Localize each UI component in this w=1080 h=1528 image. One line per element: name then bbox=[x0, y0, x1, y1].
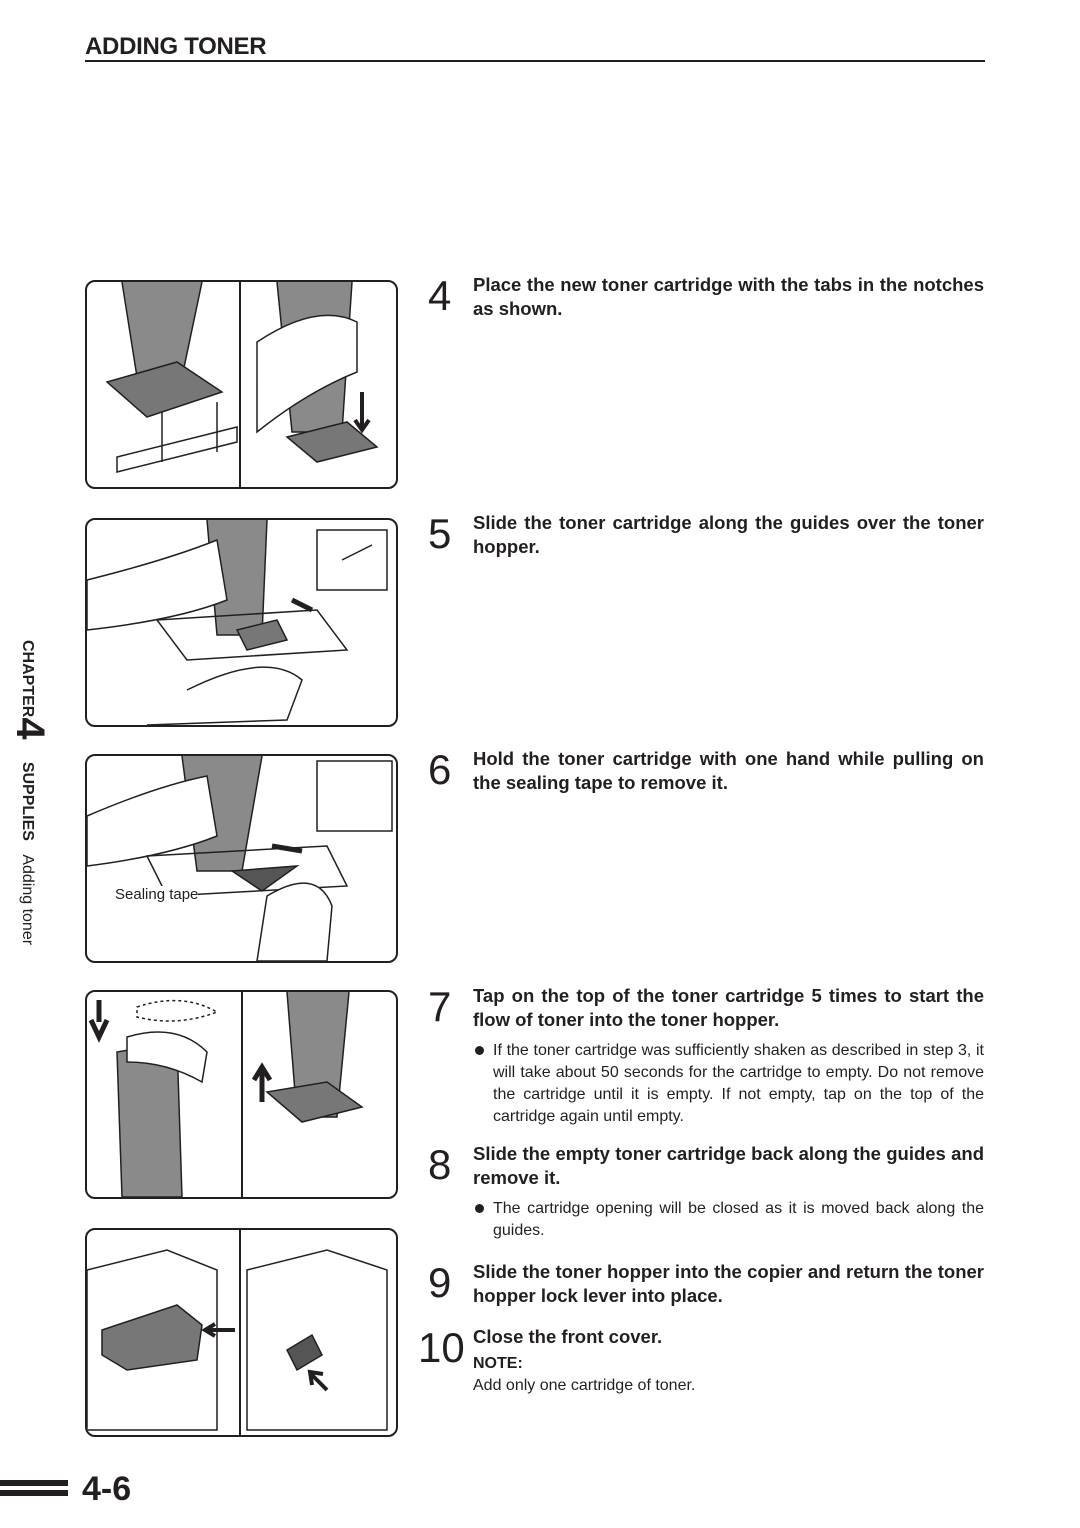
tap-cartridge-illustration bbox=[88, 992, 364, 1197]
title-rule bbox=[85, 60, 985, 62]
figure-divider bbox=[241, 992, 243, 1197]
step-number: 4 bbox=[428, 272, 452, 319]
sealing-tape-label: Sealing tape bbox=[115, 886, 199, 903]
step-heading: Close the front cover. bbox=[473, 1326, 663, 1347]
figure-step-7 bbox=[85, 990, 398, 1199]
step-8: 8 Slide the empty toner cartridge back a… bbox=[428, 1142, 984, 1242]
figure-divider bbox=[239, 282, 241, 487]
remove-sealing-tape-illustration bbox=[87, 756, 393, 961]
step-heading: Place the new toner cartridge with the t… bbox=[473, 274, 984, 319]
note-label: NOTE: bbox=[473, 1355, 523, 1372]
step-7: 7 Tap on the top of the toner cartridge … bbox=[428, 984, 984, 1128]
chapter-number: 4 bbox=[8, 717, 52, 740]
figure-step-5 bbox=[85, 518, 398, 727]
step-number: 7 bbox=[428, 983, 452, 1030]
chapter-label: CHAPTER bbox=[19, 640, 36, 718]
step-bullet: The cartridge opening will be closed as … bbox=[473, 1198, 984, 1242]
step-heading: Slide the toner hopper into the copier a… bbox=[473, 1261, 984, 1306]
note-text: Add only one cartridge of toner. bbox=[473, 1377, 696, 1394]
hopper-and-lever-illustration bbox=[87, 1249, 388, 1431]
step-heading: Slide the toner cartridge along the guid… bbox=[473, 512, 984, 557]
figure-step-4 bbox=[85, 280, 398, 489]
figure-divider bbox=[239, 1230, 241, 1435]
page-number: 4-6 bbox=[82, 1470, 132, 1508]
subsection-label: Adding toner bbox=[19, 854, 36, 946]
page-title: ADDING TONER bbox=[85, 33, 267, 60]
step-heading: Hold the toner cartridge with one hand w… bbox=[473, 748, 984, 793]
figure-step-6: Sealing tape bbox=[85, 754, 398, 963]
section-label: SUPPLIES bbox=[19, 761, 36, 841]
step-10: 10 Close the front cover. NOTE: Add only… bbox=[418, 1325, 984, 1395]
step-4: 4 Place the new toner cartridge with the… bbox=[428, 273, 984, 321]
step-number: 8 bbox=[428, 1141, 452, 1188]
step-number: 9 bbox=[428, 1259, 452, 1306]
step-5: 5 Slide the toner cartridge along the gu… bbox=[428, 511, 984, 559]
page-number-bars bbox=[0, 1480, 68, 1500]
step-heading: Tap on the top of the toner cartridge 5 … bbox=[473, 985, 984, 1030]
slide-cartridge-illustration bbox=[87, 520, 388, 725]
step-6: 6 Hold the toner cartridge with one hand… bbox=[428, 747, 984, 795]
figure-step-9-10 bbox=[85, 1228, 398, 1437]
step-number: 10 bbox=[418, 1324, 465, 1371]
step-number: 5 bbox=[428, 510, 452, 557]
step-heading: Slide the empty toner cartridge back alo… bbox=[473, 1143, 984, 1188]
step-number: 6 bbox=[428, 746, 452, 793]
step-bullet: If the toner cartridge was sufficiently … bbox=[473, 1040, 984, 1128]
chapter-side-tab: CHAPTER4 SUPPLIES Adding toner bbox=[7, 640, 52, 945]
step-9: 9 Slide the toner hopper into the copier… bbox=[428, 1260, 984, 1308]
cartridge-placement-illustration bbox=[105, 282, 379, 473]
